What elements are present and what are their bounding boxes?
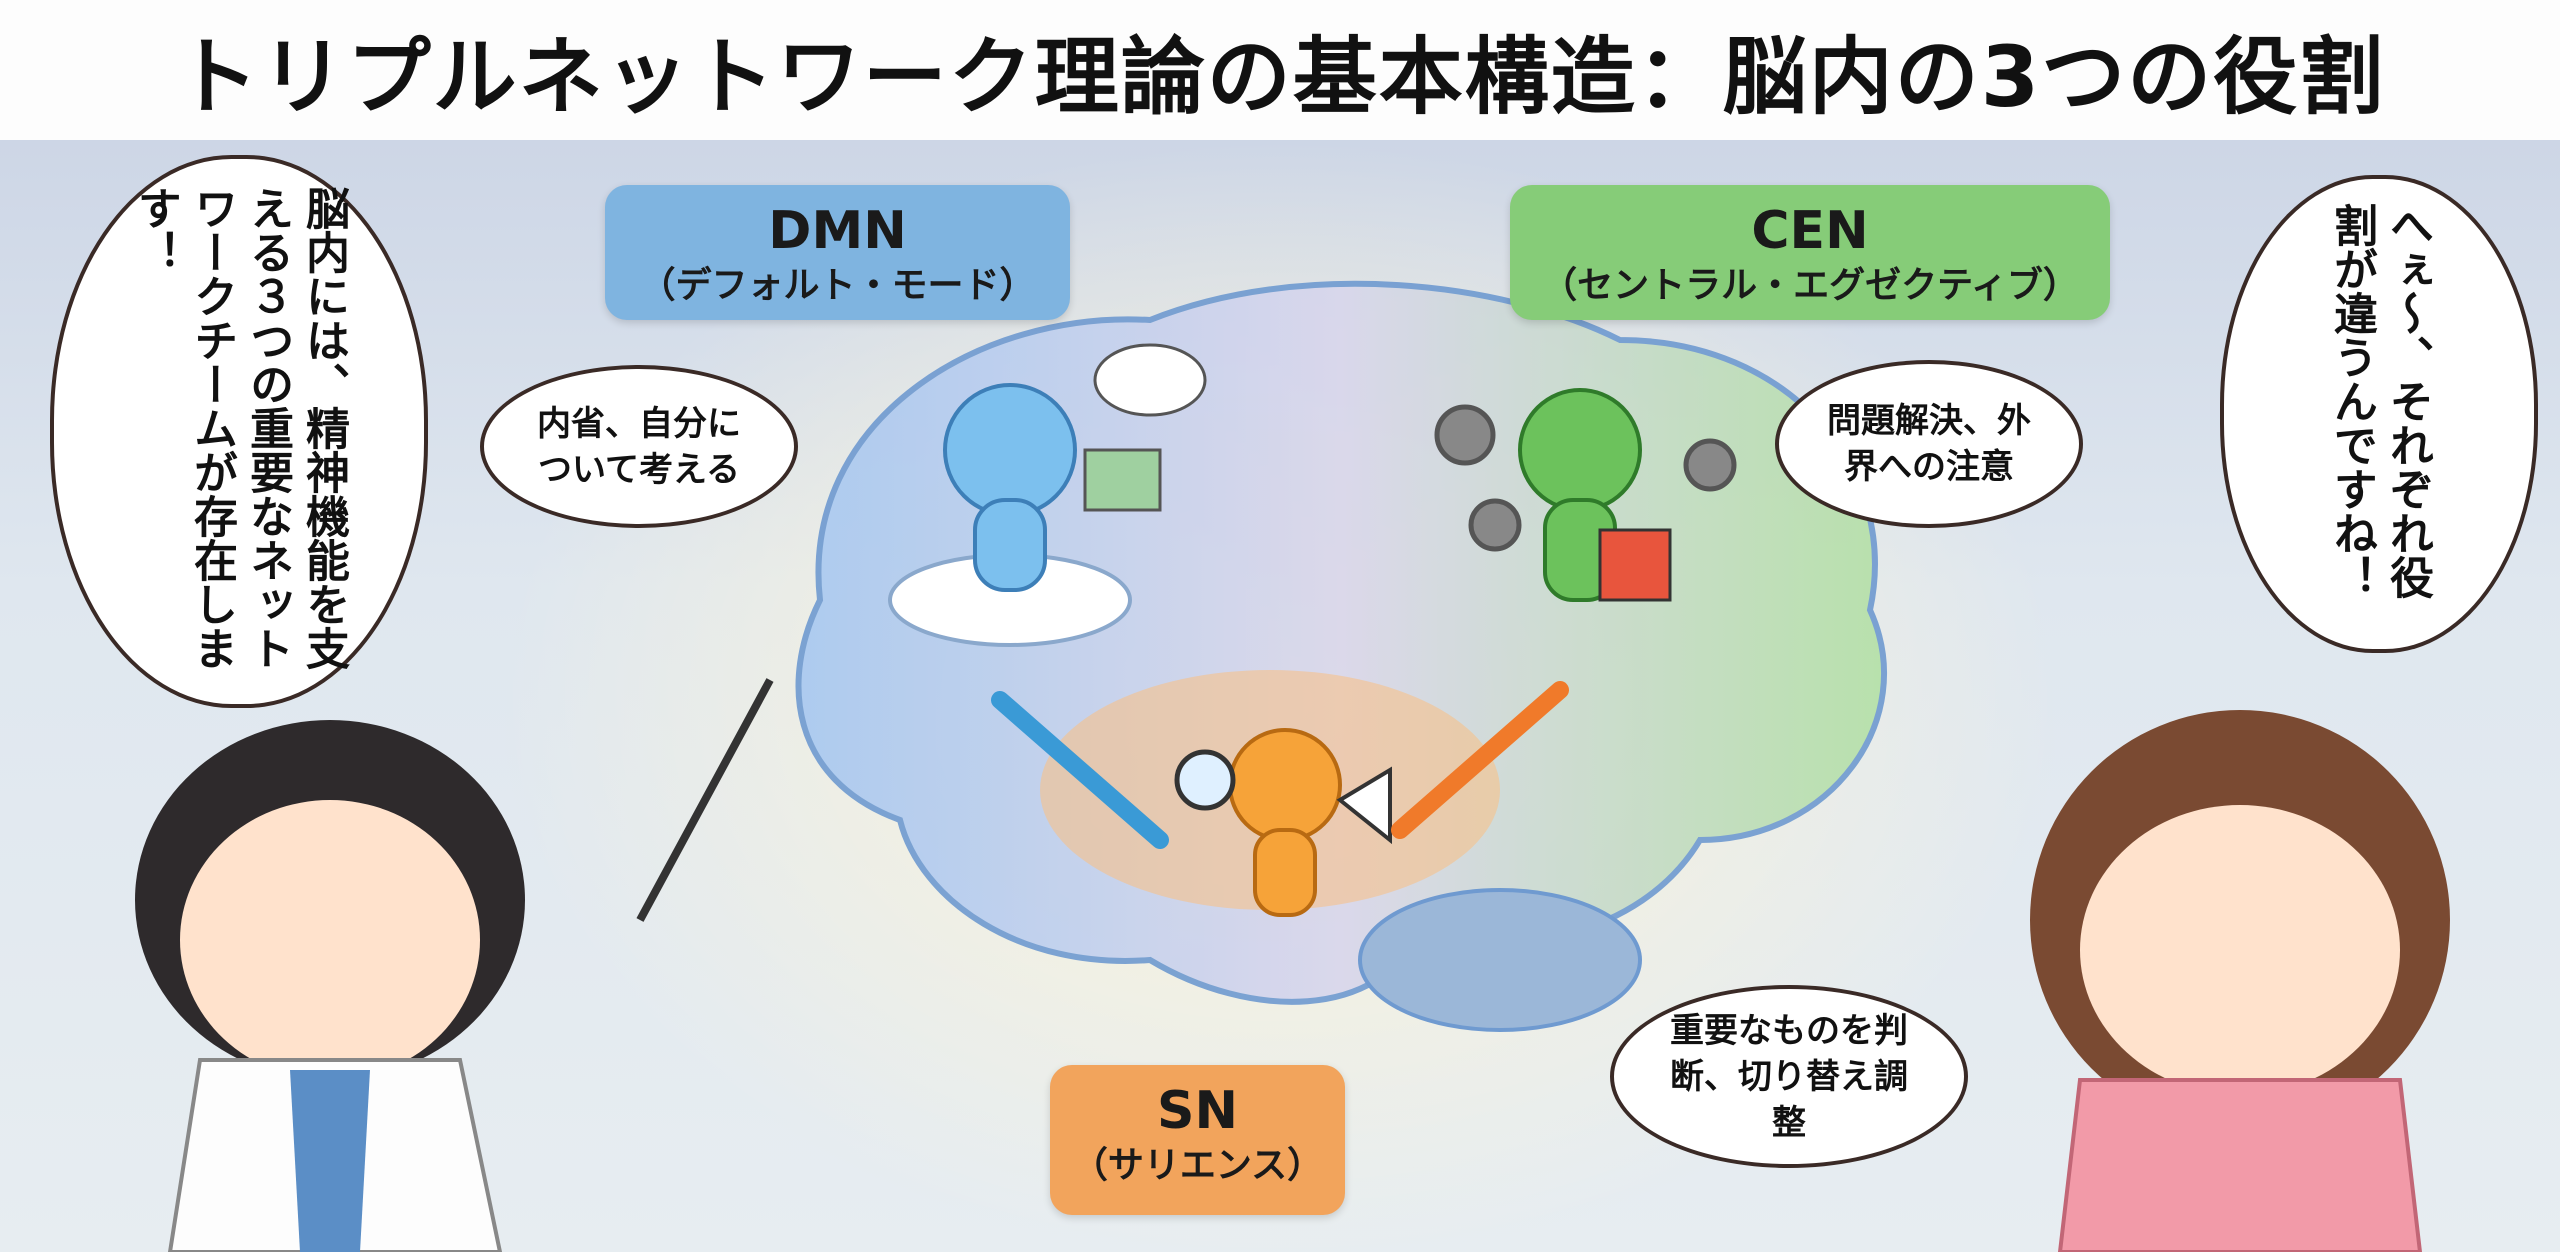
- dmn-character: [943, 383, 1077, 517]
- sn-role-text: 重要なものを判断、切り替え調整: [1670, 1010, 1908, 1143]
- gear-icon: [1468, 498, 1522, 552]
- pointer-stick: [636, 678, 774, 922]
- cen-abbr: CEN: [1751, 201, 1869, 261]
- page-title: トリプルネットワーク理論の基本構造：脳内の3つの役割: [174, 27, 2386, 126]
- doctor-speech-bubble: 脳内には、精神機能を支える３つの重要なネットワークチームが存在します！: [50, 155, 428, 708]
- sn-abbr: SN: [1157, 1081, 1238, 1141]
- dmn-full-name: （デフォルト・モード）: [639, 265, 1036, 306]
- dmn-role-text: 内省、自分について考える: [537, 403, 741, 490]
- sn-role-bubble: 重要なものを判断、切り替え調整: [1610, 985, 1968, 1168]
- gear-icon: [1683, 438, 1737, 492]
- doctor-speech-text: 脳内には、精神機能を支える３つの重要なネットワークチームが存在します！: [130, 186, 349, 671]
- sn-character: [1228, 728, 1342, 842]
- cen-role-bubble: 問題解決、外界への注意: [1775, 360, 2083, 528]
- sn-body: [1253, 828, 1317, 917]
- girl-speech-text: へぇ〜、それぞれ役割が違うんですね！: [2326, 202, 2433, 599]
- sn-full-name: （サリエンス）: [1071, 1145, 1324, 1186]
- cen-role-text: 問題解決、外界への注意: [1827, 401, 2031, 487]
- cen-label: CEN （セントラル・エグゼクティブ）: [1510, 185, 2110, 320]
- girl-speech-bubble: へぇ〜、それぞれ役割が違うんですね！: [2220, 175, 2538, 653]
- arrow-dmn-sn: [991, 691, 1169, 849]
- sn-label: SN （サリエンス）: [1050, 1065, 1345, 1215]
- cen-character: [1518, 388, 1642, 512]
- gear-icon: [1434, 404, 1496, 466]
- dmn-role-bubble: 内省、自分について考える: [480, 365, 798, 528]
- dmn-body: [973, 498, 1047, 592]
- dmn-abbr: DMN: [768, 201, 907, 261]
- illustration-scene: DMN （デフォルト・モード） CEN （セントラル・エグゼクティブ） SN （…: [0, 140, 2560, 1252]
- thought-cloud: [1093, 343, 1207, 417]
- cerebellum: [1358, 888, 1642, 1032]
- doctor-scrubs: [290, 1070, 370, 1252]
- title-band: トリプルネットワーク理論の基本構造：脳内の3つの役割: [0, 0, 2560, 140]
- arrow-cen-sn: [1391, 681, 1569, 839]
- girl-jacket: [2057, 1078, 2423, 1252]
- girl-face: [2080, 805, 2400, 1095]
- magnifier-icon: [1174, 749, 1236, 811]
- doctor-face: [180, 800, 480, 1080]
- cen-full-name: （セントラル・エグゼクティブ）: [1541, 265, 2079, 306]
- illustration-art: [135, 140, 2450, 1252]
- megaphone-icon: [1336, 766, 1392, 845]
- picture-frame: [1083, 448, 1162, 512]
- rubiks-cube: [1598, 528, 1672, 602]
- dmn-label: DMN （デフォルト・モード）: [605, 185, 1070, 320]
